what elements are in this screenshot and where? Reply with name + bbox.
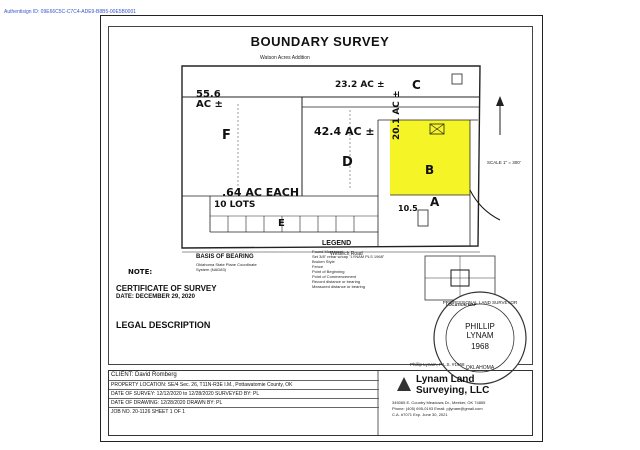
tract-f-label: F — [222, 128, 231, 143]
header-stamp: Authentisign ID: 09E66C5C-C7C4-ADE9-B8B5… — [4, 9, 137, 15]
surveyor-signature: Phillip Lynam, P.L.S. #1968 — [410, 362, 465, 367]
legend-item: Measured distance or bearing — [312, 284, 365, 289]
tract-d-label: D — [342, 155, 353, 170]
location-map-title: LOCATION MAP — [446, 302, 477, 307]
scale-label: SCALE 1" = 300' — [487, 160, 521, 165]
company-ca: C.A. #7071 Exp. June 30, 2021 — [392, 412, 448, 417]
company-name-line1: Lynam Land — [416, 374, 475, 385]
legend-item: Point of Commencement — [312, 274, 357, 279]
legend-heading: LEGEND — [322, 240, 352, 247]
tract-c-acreage: 23.2 AC ± — [335, 80, 385, 90]
legend-item: Fence — [312, 264, 324, 269]
company-address: 345065 E. Country Meadows Dr., Meeker, O… — [392, 400, 486, 405]
seal-state: OKLAHOMA — [465, 365, 495, 371]
seal-number: 1968 — [471, 342, 489, 351]
legend-item: Record distance or bearing — [312, 279, 361, 284]
notes-heading: NOTE: — [128, 268, 153, 276]
certificate-heading: CERTIFICATE OF SURVEY — [116, 284, 217, 293]
info-row: DATE OF DRAWING: 12/28/2020 DRAWN BY: PL — [109, 398, 379, 406]
legend-item: Set 3/8" rebar w/cap "LYNAM PLS 1968" — [312, 254, 385, 259]
legend-item: Found Monument — [312, 249, 344, 254]
info-row: DATE OF SURVEY: 12/12/2020 to 12/28/2020… — [109, 389, 379, 397]
tract-a-acreage: 10.5 — [398, 204, 418, 213]
tract-d-acreage: 42.4 AC ± — [314, 125, 375, 138]
title-block: CLIENT: David Romberg PROPERTY LOCATION:… — [108, 370, 533, 436]
tract-c-label: C — [412, 78, 421, 92]
surveyor-seal: PROFESSIONAL LAND SURVEYOR PHILLIP LYNAM… — [434, 292, 526, 384]
tract-e-label: E — [278, 218, 285, 229]
info-row: PROPERTY LOCATION: SE/4 Sec. 26, T11N-R3… — [109, 380, 379, 388]
legal-description-heading: LEGAL DESCRIPTION — [116, 320, 211, 330]
survey-sheet — [100, 15, 543, 442]
tract-e-lots: 10 LOTS — [214, 200, 256, 210]
legend-list: Found Monument Set 3/8" rebar w/cap "LYN… — [312, 249, 402, 289]
company-logo-icon — [397, 377, 411, 391]
tract-f-acreage: 55.6 AC ± — [196, 89, 223, 110]
tract-e-acreage: .64 AC EACH — [222, 186, 300, 199]
info-row: JOB NO. 20-1126 SHEET 1 OF 1 — [109, 407, 379, 415]
seal-ring-text: PROFESSIONAL LAND SURVEYOR — [442, 300, 518, 305]
legend-item: Broken Style — [312, 259, 335, 264]
company-phone: Phone: (405) 695-0193 Email: pjlynam@gma… — [392, 406, 483, 411]
basis-of-bearing-heading: BASIS OF BEARING — [196, 254, 254, 260]
tract-b-acreage: 20.1 AC ± — [392, 90, 402, 140]
company-name-line2: Surveying, LLC — [416, 385, 490, 396]
info-row: CLIENT: David Romberg — [111, 372, 177, 378]
tract-b-label: B — [425, 163, 435, 177]
addition-label: Watson Acres Addition — [260, 55, 310, 61]
certificate-date: DATE: DECEMBER 29, 2020 — [116, 294, 195, 300]
legend-item: Point of Beginning — [312, 269, 345, 274]
seal-name: PHILLIP LYNAM — [465, 322, 495, 340]
road-label: Westech Road — [330, 251, 363, 257]
tract-a-label: A — [430, 195, 440, 209]
basis-of-bearing-text: Oklahoma State Plane Coordinate System (… — [196, 262, 257, 272]
page-title: BOUNDARY SURVEY — [250, 34, 390, 49]
drawing-area — [108, 26, 533, 365]
